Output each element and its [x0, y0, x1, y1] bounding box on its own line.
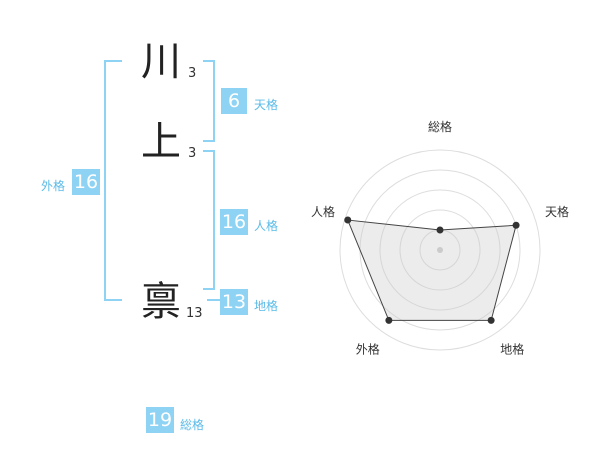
stroke-count-2: 3 — [188, 146, 197, 161]
radar-axis-label-4: 人格 — [311, 204, 335, 219]
name-char-1: 川 — [141, 39, 181, 85]
jinkaku-label: 人格 — [254, 219, 279, 233]
soukaku-label: 総格 — [180, 418, 205, 432]
radar-center — [437, 247, 443, 253]
radar-point-2 — [487, 316, 495, 324]
jinkaku-value: 16 — [220, 209, 248, 235]
radar-point-1 — [512, 221, 520, 229]
name-char-3: 禀 — [141, 279, 181, 325]
soukaku-value: 19 — [146, 407, 174, 433]
stroke-count-1: 3 — [188, 66, 197, 81]
radar-area — [346, 219, 517, 321]
radar-ring-3 — [379, 189, 501, 311]
chikaku-value: 13 — [220, 289, 248, 315]
gaikaku-value: 16 — [72, 169, 100, 195]
radar-axis-label-2: 地格 — [500, 342, 524, 357]
tenkaku-value: 6 — [221, 88, 247, 114]
radar-axis-label-0: 総格 — [428, 119, 452, 134]
radar-axis-label-3: 外格 — [356, 342, 380, 357]
chikaku-label: 地格 — [254, 299, 279, 313]
radar-point-4 — [344, 216, 352, 224]
tenkaku-label: 天格 — [254, 98, 279, 112]
stroke-count-3: 13 — [186, 306, 203, 321]
chikaku-connector — [207, 299, 220, 301]
gaikaku-label: 外格 — [41, 179, 66, 193]
radar-point-0 — [436, 226, 444, 234]
jinkaku-bracket — [203, 150, 215, 290]
radar-ring-2 — [399, 209, 481, 291]
radar-axis-label-1: 天格 — [545, 204, 569, 219]
radar-point-3 — [385, 316, 393, 324]
tenkaku-bracket — [203, 60, 215, 142]
name-char-2: 上 — [141, 119, 181, 165]
radar-ring-5 — [339, 149, 541, 351]
outer-bracket — [104, 60, 122, 301]
